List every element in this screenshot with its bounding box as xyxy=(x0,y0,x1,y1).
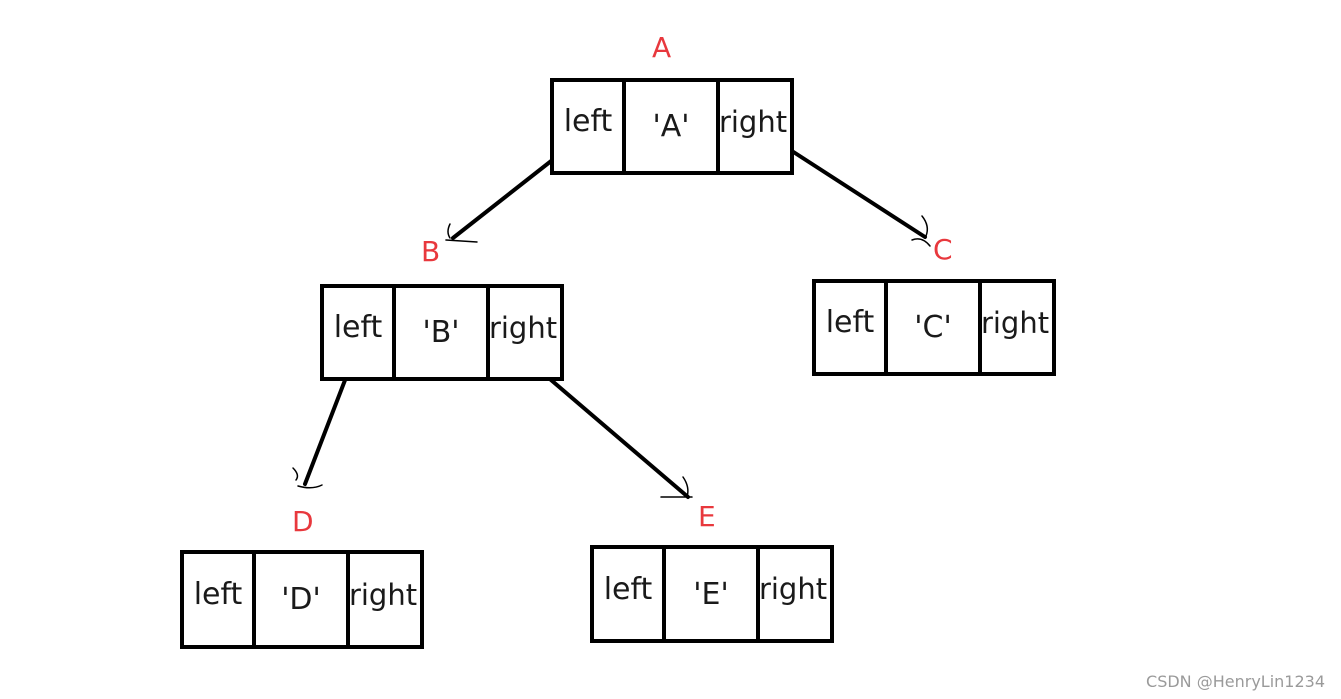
node-b-box: left 'B' right xyxy=(320,284,564,381)
node-c-right-field: right xyxy=(978,283,1049,372)
node-d-left-field: left xyxy=(193,577,243,612)
arrow-a-right-to-c xyxy=(776,140,927,239)
arrow-b-left-to-d xyxy=(303,360,354,486)
node-e-box: left 'E' right xyxy=(590,545,834,643)
watermark-text: CSDN @HenryLin1234 xyxy=(1146,672,1325,691)
arrowhead-b xyxy=(445,223,478,243)
node-b-value-field: 'B' xyxy=(392,288,486,377)
node-d-right-field: right xyxy=(346,554,417,645)
arrowhead-e xyxy=(660,476,693,498)
node-a-name: A xyxy=(652,31,672,64)
node-b-left-field: left xyxy=(333,310,383,345)
node-a-right-field: right xyxy=(716,82,787,171)
node-c-box: left 'C' right xyxy=(812,279,1056,376)
node-a-box: left 'A' right xyxy=(550,78,794,175)
node-e-name: E xyxy=(698,500,716,533)
node-c-left-field: left xyxy=(825,305,875,340)
node-c-value-field: 'C' xyxy=(884,283,978,372)
node-b-right-field: right xyxy=(486,288,557,377)
node-a-value-field: 'A' xyxy=(622,82,716,171)
node-d-box: left 'D' right xyxy=(180,550,424,649)
arrowhead-c xyxy=(911,215,931,247)
node-b-name: B xyxy=(421,235,441,268)
node-d-name: D xyxy=(292,505,314,538)
arrow-a-left-to-b xyxy=(451,145,571,240)
node-e-value-field: 'E' xyxy=(662,549,756,639)
node-a-left-field: left xyxy=(563,104,613,139)
node-d-value-field: 'D' xyxy=(252,554,346,645)
node-c-name: C xyxy=(933,233,953,266)
node-e-right-field: right xyxy=(756,549,827,639)
arrowhead-d xyxy=(292,467,323,489)
node-e-left-field: left xyxy=(603,571,653,607)
arrow-b-right-to-e xyxy=(528,360,690,499)
